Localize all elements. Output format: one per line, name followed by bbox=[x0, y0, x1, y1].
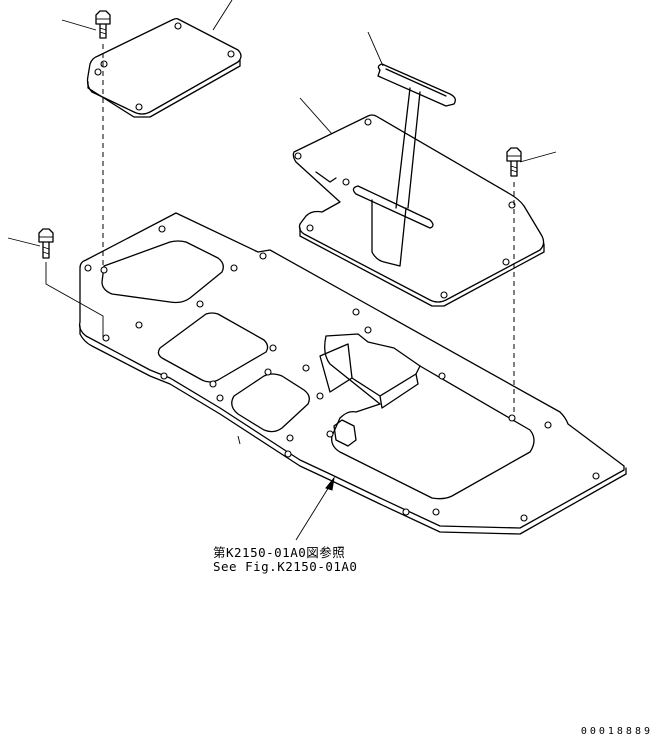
leader-line-bolt-upper-left bbox=[61, 19, 97, 31]
clip-bracket bbox=[377, 63, 456, 209]
bolt-upper-left bbox=[95, 10, 111, 39]
bolt-left bbox=[38, 228, 54, 259]
dashed-alignment-line-2 bbox=[45, 262, 104, 337]
reference-arrow bbox=[295, 476, 335, 541]
figure-reference-english: See Fig.K2150-01A0 bbox=[213, 559, 358, 574]
leader-line-bolt-right bbox=[519, 151, 557, 163]
leader-line-cover-plate bbox=[212, 0, 233, 31]
leader-line-bolt-left bbox=[7, 237, 41, 247]
bolt-right bbox=[506, 147, 522, 177]
main-base-plate bbox=[78, 212, 627, 535]
upper-left-cover-plate bbox=[86, 18, 242, 118]
leader-line-right-plate bbox=[299, 97, 333, 135]
drawing-number: 00018889 bbox=[580, 726, 653, 737]
figure-reference-japanese: 第K2150-01A0図参照 bbox=[213, 545, 346, 560]
right-cover-plate bbox=[292, 114, 545, 307]
leader-line-clip bbox=[367, 31, 384, 67]
